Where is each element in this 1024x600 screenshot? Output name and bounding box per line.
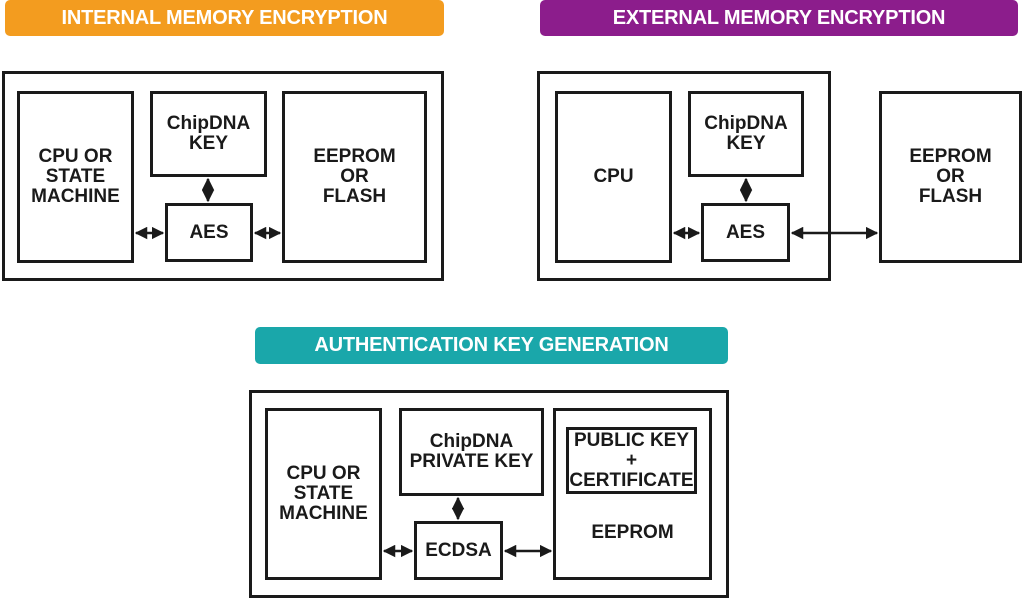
internal-key-box: ChipDNA KEY (150, 91, 267, 177)
certificate-label: PUBLIC KEY + CERTIFICATE (569, 429, 694, 491)
external-cpu-box: CPU (555, 91, 672, 263)
ecdsa-label: ECDSA (425, 539, 492, 561)
ecdsa-box: ECDSA (414, 521, 503, 580)
authentication-key-box: ChipDNA PRIVATE KEY (399, 408, 544, 496)
authentication-key-label: ChipDNA PRIVATE KEY (409, 431, 534, 472)
internal-encryption-title: INTERNAL MEMORY ENCRYPTION (61, 6, 388, 29)
external-key-box: ChipDNA KEY (688, 91, 804, 177)
external-memory-box: EEPROM OR FLASH (879, 91, 1022, 263)
internal-memory-label: EEPROM OR FLASH (313, 146, 396, 207)
external-aes-box: AES (701, 203, 790, 262)
external-aes-label: AES (725, 221, 766, 243)
authentication-cpu-label: CPU OR STATE MACHINE (279, 463, 368, 524)
internal-encryption-banner: INTERNAL MEMORY ENCRYPTION (5, 0, 444, 36)
internal-memory-box: EEPROM OR FLASH (282, 91, 427, 263)
external-encryption-title: EXTERNAL MEMORY ENCRYPTION (612, 6, 946, 29)
external-key-label: ChipDNA KEY (704, 113, 788, 154)
authentication-banner: AUTHENTICATION KEY GENERATION (255, 327, 728, 364)
external-cpu-label: CPU (593, 166, 634, 187)
internal-cpu-label: CPU OR STATE MACHINE (31, 146, 120, 207)
internal-key-label: ChipDNA KEY (166, 113, 251, 154)
authentication-cpu-box: CPU OR STATE MACHINE (265, 408, 382, 580)
authentication-title: AUTHENTICATION KEY GENERATION (314, 334, 669, 356)
authentication-memory-label: EEPROM (591, 522, 674, 543)
certificate-box: PUBLIC KEY + CERTIFICATE (566, 427, 697, 494)
internal-aes-label: AES (189, 221, 229, 243)
internal-aes-box: AES (165, 203, 253, 262)
internal-cpu-box: CPU OR STATE MACHINE (17, 91, 134, 263)
external-encryption-banner: EXTERNAL MEMORY ENCRYPTION (540, 0, 1018, 36)
external-memory-label: EEPROM OR FLASH (909, 146, 992, 207)
